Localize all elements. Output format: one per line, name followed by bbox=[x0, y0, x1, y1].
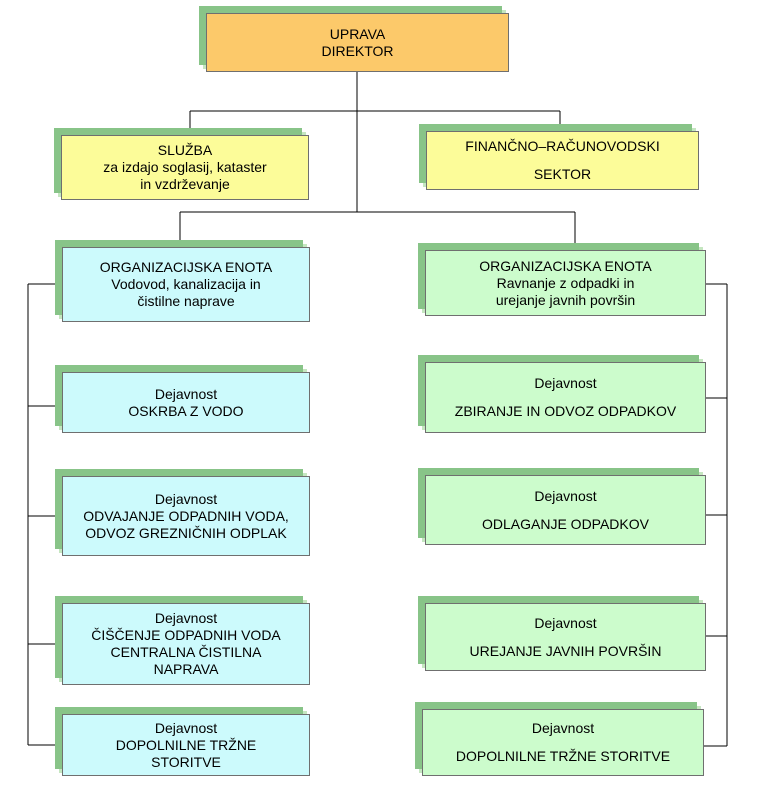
service-line-2: za izdajo soglasij, kataster bbox=[103, 159, 267, 175]
org-unit-water-box: ORGANIZACIJSKA ENOTA Vodovod, kanalizaci… bbox=[62, 247, 310, 322]
activity-title: DOPOLNILNE TRŽNE STORITVE bbox=[455, 748, 671, 764]
activity-right-market-services-box: Dejavnost DOPOLNILNE TRŽNE STORITVE bbox=[422, 709, 704, 776]
activity-title-3: NAPRAVA bbox=[153, 661, 219, 677]
finance-box: FINANČNO–RAČUNOVODSKI SEKTOR bbox=[426, 131, 699, 190]
activity-wastewater-treatment-box: Dejavnost ČIŠČENJE ODPADNIH VODA CENTRAL… bbox=[62, 603, 310, 685]
activity-title: ODVAJANJE ODPADNIH VODA, bbox=[83, 507, 289, 524]
activity-title: ZBIRANJE IN ODVOZ ODPADKOV bbox=[454, 403, 677, 419]
activity-title-2: CENTRALNA ČISTILNA bbox=[110, 644, 262, 660]
org-unit-waste-line-3: urejanje javnih površin bbox=[495, 291, 636, 308]
org-unit-water-line-3: čistilne naprave bbox=[137, 293, 235, 309]
activity-label: Dejavnost bbox=[534, 487, 597, 504]
service-title: SLUŽBA bbox=[157, 142, 213, 158]
director-box: UPRAVA DIREKTOR bbox=[206, 13, 509, 72]
activity-waste-disposal-box: Dejavnost ODLAGANJE ODPADKOV bbox=[425, 475, 706, 545]
activity-label: Dejavnost bbox=[154, 490, 218, 507]
org-unit-waste-title: ORGANIZACIJSKA ENOTA bbox=[479, 257, 652, 274]
service-line-3: in vzdrževanje bbox=[140, 176, 230, 192]
activity-label: Dejavnost bbox=[534, 375, 597, 391]
activity-label: Dejavnost bbox=[154, 385, 218, 402]
org-unit-waste-box: ORGANIZACIJSKA ENOTA Ravnanje z odpadki … bbox=[425, 250, 706, 316]
finance-subtitle: SEKTOR bbox=[533, 166, 592, 182]
org-unit-water-line-2: Vodovod, kanalizacija in bbox=[111, 276, 261, 292]
activity-water-supply-box: Dejavnost OSKRBA Z VODO bbox=[62, 372, 310, 433]
activity-title: ČIŠČENJE ODPADNIH VODA bbox=[91, 627, 281, 643]
director-title: UPRAVA bbox=[329, 25, 386, 42]
activity-public-areas-box: Dejavnost UREJANJE JAVNIH POVRŠIN bbox=[425, 603, 706, 671]
activity-label: Dejavnost bbox=[534, 614, 597, 631]
service-box: SLUŽBA za izdajo soglasij, kataster in v… bbox=[61, 135, 309, 200]
director-subtitle: DIREKTOR bbox=[321, 42, 394, 59]
activity-label: Dejavnost bbox=[531, 720, 595, 736]
activity-waste-collection-box: Dejavnost ZBIRANJE IN ODVOZ ODPADKOV bbox=[425, 362, 706, 433]
activity-title: ODLAGANJE ODPADKOV bbox=[481, 515, 649, 532]
activity-title: DOPOLNILNE TRŽNE bbox=[115, 736, 257, 753]
finance-title: FINANČNO–RAČUNOVODSKI bbox=[465, 138, 660, 154]
activity-title: OSKRBA Z VODO bbox=[128, 402, 244, 419]
activity-title-2: ODVOZ GREZNIČNIH ODPLAK bbox=[85, 524, 287, 541]
activity-title-2: STORITVE bbox=[151, 753, 221, 770]
activity-label: Dejavnost bbox=[154, 610, 218, 626]
org-unit-waste-line-2: Ravnanje z odpadki in bbox=[496, 274, 635, 291]
activity-wastewater-box: Dejavnost ODVAJANJE ODPADNIH VODA, ODVOZ… bbox=[62, 476, 310, 556]
activity-title: UREJANJE JAVNIH POVRŠIN bbox=[469, 642, 662, 659]
org-unit-water-title: ORGANIZACIJSKA ENOTA bbox=[99, 259, 273, 275]
activity-left-market-services-box: Dejavnost DOPOLNILNE TRŽNE STORITVE bbox=[62, 714, 310, 776]
activity-label: Dejavnost bbox=[154, 719, 218, 736]
